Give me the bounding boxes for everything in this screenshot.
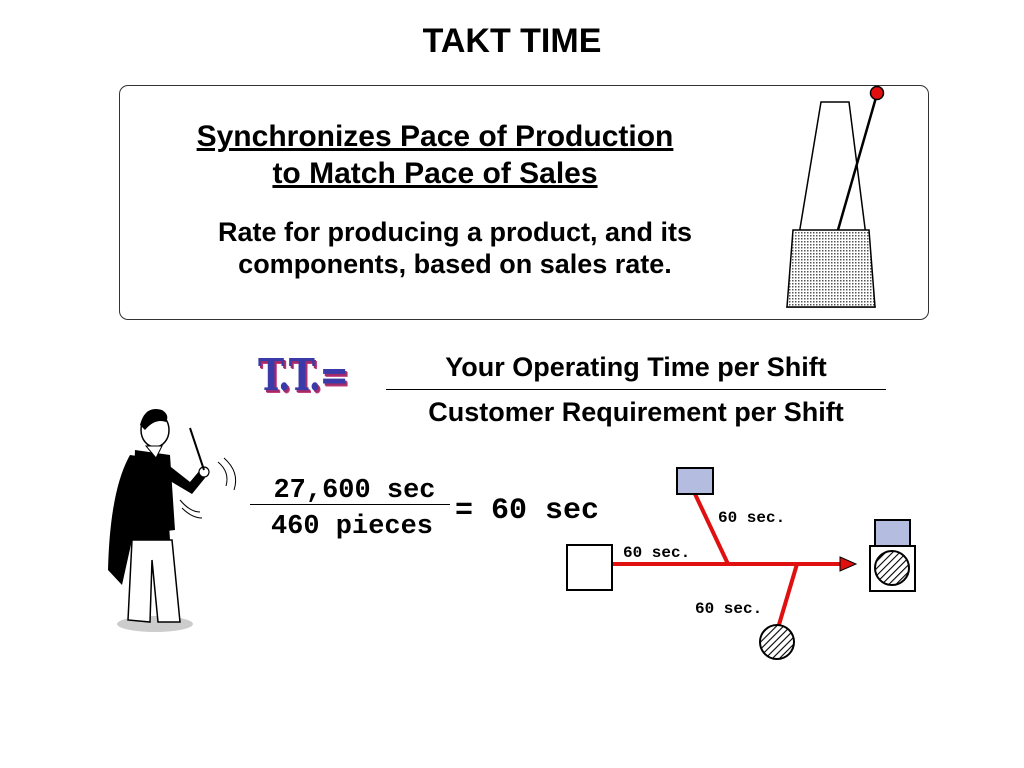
calculation-numerator: 27,600 sec [273, 476, 436, 506]
formula-numerator: Your Operating Time per Shift [445, 352, 827, 382]
flow-label-top: 60 sec. [718, 509, 785, 527]
definition-line-2: components, based on sales rate. [238, 249, 672, 279]
page-title: TAKT TIME [422, 22, 602, 60]
formula-denominator: Customer Requirement per Shift [428, 397, 844, 427]
flow-label-bottom: 60 sec. [695, 600, 762, 618]
formula-fraction-line [386, 389, 886, 390]
upper-branch-line [693, 493, 730, 565]
calculation-denominator: 460 pieces [270, 512, 434, 542]
calculation-result: = 60 sec [455, 494, 600, 528]
definition-text: Rate for producing a product, and its co… [150, 216, 760, 280]
lower-branch-line [776, 563, 799, 629]
raw-material-box [566, 544, 613, 591]
metronome-icon [786, 85, 885, 308]
definition-box [119, 85, 929, 320]
assembled-ball-component [874, 550, 910, 586]
conductor-figure [108, 409, 237, 632]
subtitle-line-1: Synchronizes Pace of Production [196, 120, 674, 153]
subtitle-line-2: to Match Pace of Sales [272, 157, 598, 190]
assembled-top-component [874, 519, 911, 547]
definition-subtitle: Synchronizes Pace of Production to Match… [130, 118, 740, 192]
definition-line-1: Rate for producing a product, and its [217, 217, 693, 247]
bottom-component-ball [759, 624, 795, 660]
takt-time-symbol: T.T.= [258, 350, 349, 401]
top-component-box [676, 467, 714, 495]
flow-arrow-icon [839, 556, 858, 572]
flow-label-left: 60 sec. [623, 544, 690, 562]
process-flow-diagram: 60 sec. 60 sec. 60 sec. [566, 467, 916, 660]
calculation-fraction-line [250, 504, 450, 505]
